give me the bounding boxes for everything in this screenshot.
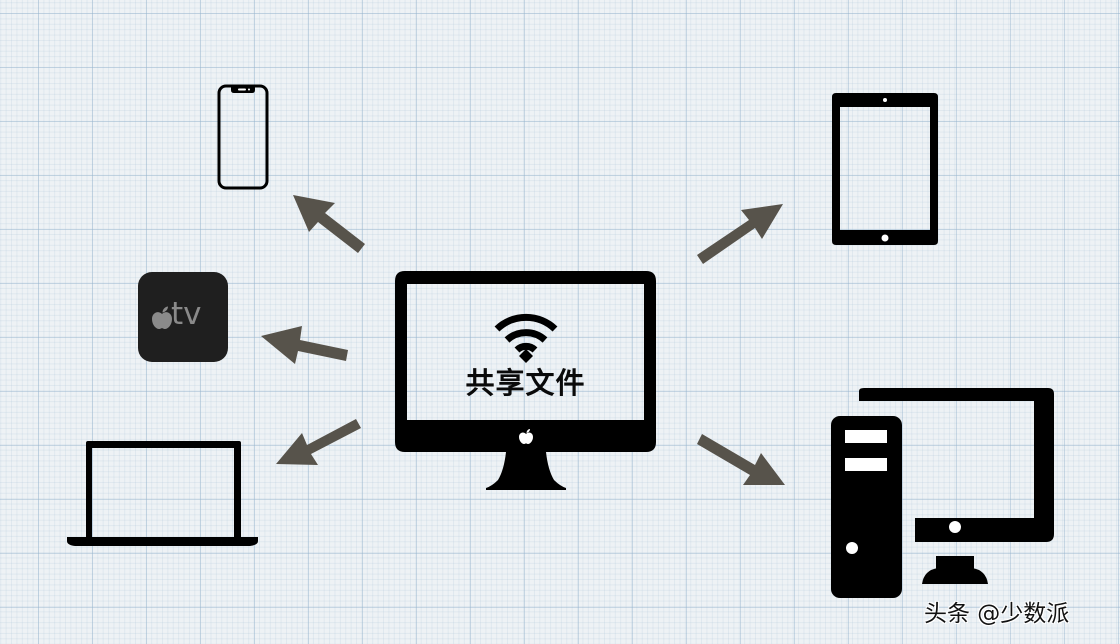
- arrow-to-laptop-icon: [276, 419, 361, 465]
- iphone-icon: [217, 84, 269, 190]
- laptop-icon: [67, 441, 258, 546]
- apple-tv-label: tv: [171, 296, 202, 332]
- shared-files-label: 共享文件: [465, 366, 586, 400]
- watermark: 头条 @少数派: [924, 601, 1070, 627]
- imac-icon: [395, 271, 656, 490]
- arrow-to-desktop-icon: [697, 434, 785, 485]
- desktop-pc-icon: [831, 388, 1054, 598]
- apple-logo-icon: [519, 429, 533, 444]
- wifi-dot: [519, 349, 533, 363]
- arrow-to-ipad-icon: [697, 204, 783, 264]
- arrow-to-apple-tv-icon: [261, 326, 348, 364]
- apple-tv-icon: [138, 272, 228, 362]
- arrow-to-iphone-icon: [293, 195, 365, 253]
- wifi-icon: [494, 313, 558, 353]
- ipad-icon: [832, 93, 938, 245]
